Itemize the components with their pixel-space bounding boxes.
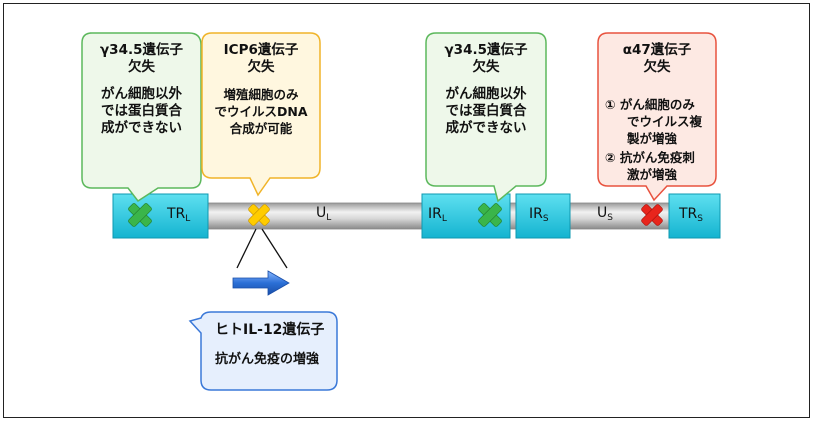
callout-line: 抗がん免疫の増強 bbox=[215, 352, 320, 367]
callout-line: 増殖細胞のみ bbox=[223, 87, 299, 102]
callout-line: がん細胞以外 bbox=[445, 86, 527, 102]
callout-item: ① がん細胞のみ bbox=[605, 97, 695, 112]
trs-box bbox=[668, 193, 721, 239]
insert-line-right bbox=[261, 228, 288, 269]
callout-alpha47-items: ① がん細胞のみ でウイルス複 製が増強 ② 抗がん免疫刺 激が増強 bbox=[605, 96, 702, 183]
callout-title: γ34.5遺伝子 bbox=[444, 42, 528, 58]
callout-title: γ34.5遺伝子 bbox=[99, 42, 183, 58]
insert-line-left bbox=[236, 228, 257, 269]
callout-gamma2-bubble bbox=[425, 32, 547, 203]
callout-icp6-bubble bbox=[201, 32, 321, 197]
callout-il12-bubble bbox=[188, 311, 338, 391]
callout-gamma1-text: γ34.5遺伝子 欠失 がん細胞以外 では蛋白質合 成ができない bbox=[82, 42, 201, 137]
irs-box bbox=[515, 193, 571, 239]
green-x-icon bbox=[128, 203, 152, 227]
callout-item: ② 抗がん免疫刺 bbox=[605, 150, 695, 165]
callout-line: でウイルスDNA bbox=[214, 104, 308, 119]
green-x-icon bbox=[478, 203, 502, 227]
callout-item: でウイルス複 bbox=[627, 114, 703, 129]
segment-label-irl: IRL bbox=[428, 206, 447, 224]
callout-item: 製が増強 bbox=[627, 131, 678, 146]
segment-label-irs: IRS bbox=[529, 206, 549, 224]
callout-title: 欠失 bbox=[643, 59, 671, 75]
callout-title: α47遺伝子 bbox=[622, 42, 692, 58]
blue-arrow-icon bbox=[232, 270, 290, 296]
segment-label-ul: UL bbox=[316, 205, 332, 223]
callout-line: 合成が可能 bbox=[229, 121, 293, 136]
callout-line: では蛋白質合 bbox=[445, 103, 527, 119]
callout-title: ICP6遺伝子 bbox=[223, 42, 299, 58]
callout-alpha47-bubble bbox=[597, 32, 717, 202]
trl-box bbox=[112, 193, 209, 239]
callout-gamma2-text: γ34.5遺伝子 欠失 がん細胞以外 では蛋白質合 成ができない bbox=[426, 42, 546, 137]
callout-title: 欠失 bbox=[247, 59, 275, 75]
callout-alpha47-title: α47遺伝子 欠失 bbox=[598, 42, 716, 76]
callout-title: ヒトIL-12遺伝子 bbox=[215, 322, 325, 338]
callout-item: 激が増強 bbox=[627, 167, 678, 182]
yellow-x-icon bbox=[248, 204, 270, 226]
segment-label-trl: TRL bbox=[167, 206, 191, 224]
callout-title: 欠失 bbox=[472, 59, 500, 75]
red-x-icon bbox=[641, 204, 663, 226]
callout-gamma1-bubble bbox=[81, 32, 202, 203]
callout-icp6-text: ICP6遺伝子 欠失 増殖細胞のみ でウイルスDNA 合成が可能 bbox=[202, 42, 320, 137]
callout-title: 欠失 bbox=[128, 59, 155, 75]
callout-il12-text: ヒトIL-12遺伝子 抗がん免疫の増強 bbox=[215, 322, 324, 368]
callout-line: では蛋白質合 bbox=[101, 103, 182, 119]
callout-line: 成ができない bbox=[101, 120, 182, 136]
segment-label-trs: TRS bbox=[679, 206, 703, 224]
callout-line: 成ができない bbox=[445, 120, 527, 136]
callout-line: がん細胞以外 bbox=[101, 86, 182, 102]
segment-label-us: US bbox=[597, 205, 613, 223]
